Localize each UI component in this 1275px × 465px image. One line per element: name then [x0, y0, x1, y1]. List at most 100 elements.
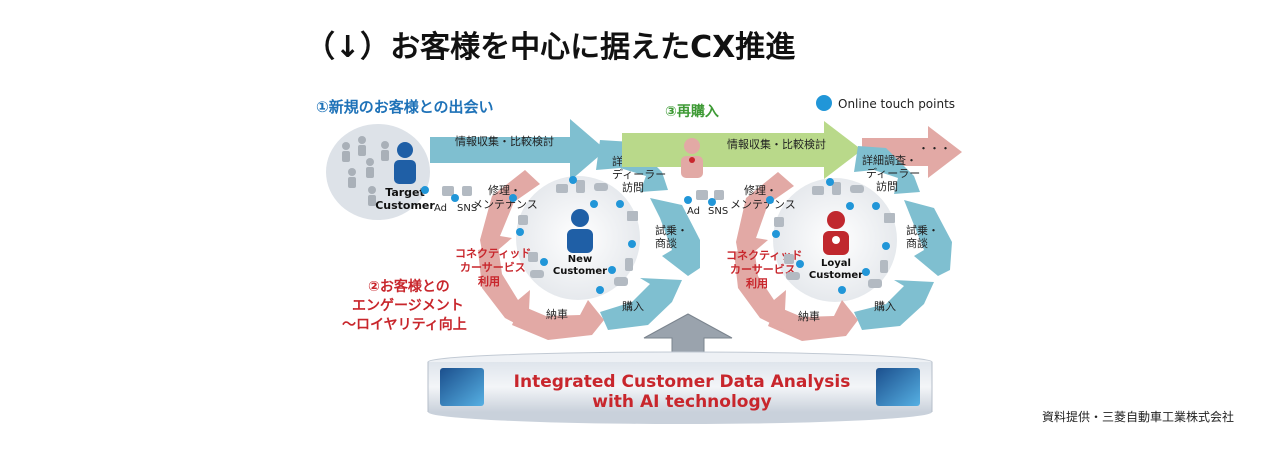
cycle2-info-label: 情報収集・比較検討	[727, 137, 826, 151]
cycle1-testdrive-label-1: 試乗・	[655, 223, 688, 237]
wrench-icon	[518, 215, 528, 225]
home-icon	[627, 211, 638, 221]
phone-icon	[880, 260, 888, 273]
data-visual-panel-left	[440, 368, 484, 406]
touchpoint-dot	[838, 286, 846, 294]
image-credit: 資料提供・三菱自動車工業株式会社	[1042, 409, 1234, 424]
data-platform-cylinder	[427, 351, 933, 424]
touchpoint-dot	[846, 202, 854, 210]
cycle2-ad-label: Ad	[687, 206, 700, 217]
home-icon	[884, 213, 895, 223]
section-new-customer: ①新規のお客様との出会い	[316, 98, 494, 116]
cycle1-delivery-arrow	[512, 300, 604, 340]
signal-icon	[528, 252, 538, 262]
cycle1-connected-label-2: カーサービス	[460, 260, 526, 274]
cycle1-ad-label: Ad	[434, 203, 447, 214]
cycle2-repair-label-1: 修理・	[744, 183, 777, 197]
cycle2-center-label-2: Customer	[809, 270, 863, 281]
cycle1-testdrive-label-2: 商談	[655, 236, 677, 250]
cycle2-touchpoints	[684, 178, 890, 294]
section-engagement-1: ②お客様との	[368, 278, 450, 295]
platform-title-line2: with AI technology	[592, 392, 771, 412]
cycle2-detail-label-1: 詳細調査・	[862, 153, 917, 167]
touchpoint-dot	[616, 200, 624, 208]
cycle1-info-label: 情報収集・比較検討	[455, 134, 554, 148]
chat-icon	[812, 186, 824, 195]
section-repurchase: ③再購入	[665, 103, 719, 120]
touchpoint-dot	[708, 198, 716, 206]
new-customer-person-icon	[567, 209, 593, 253]
section-engagement-3: ～ロイヤリティ向上	[342, 316, 467, 333]
touchpoint-dot	[826, 178, 834, 186]
cycle2-connected-label-2: カーサービス	[730, 262, 796, 276]
cycle1-connected-arrow	[478, 245, 530, 330]
section-engagement-2: エンゲージメント	[352, 297, 464, 314]
car-icon	[850, 185, 864, 193]
target-person-icon	[394, 142, 416, 184]
cycle1-purchase-arrow	[600, 278, 682, 330]
cycle1-delivery-label: 納車	[546, 307, 568, 321]
chat-icon	[556, 184, 568, 193]
cycle2-detail-label-2: ディーラー	[866, 166, 920, 180]
car-icon	[786, 272, 800, 280]
cycle-new-customer: 情報収集・比較検討 詳細調査・ ディーラー 訪問 試乗・ 商談 購入 納車 修理…	[421, 119, 700, 340]
touchpoint-dot	[421, 186, 429, 194]
touchpoint-dot	[509, 194, 517, 202]
megaphone-icon	[442, 186, 454, 196]
cycle2-delivery-arrow	[768, 300, 858, 341]
target-customer-label-2: Customer	[375, 199, 435, 212]
touchpoint-dot	[872, 202, 880, 210]
touchpoint-dot	[451, 194, 459, 202]
loyal-customer-person-icon	[823, 211, 849, 255]
cycle1-center-label-2: Customer	[553, 266, 607, 277]
page-title: （↓）お客様を中心に据えたCX推進	[305, 30, 795, 65]
touchpoint-dot	[628, 240, 636, 248]
heart-person-icon	[681, 138, 703, 178]
cycle2-testdrive-label-1: 試乗・	[906, 223, 939, 237]
signal-icon	[784, 254, 794, 264]
touchpoint-dot	[862, 268, 870, 276]
cycle1-testdrive-arrow	[650, 198, 700, 276]
cycle1-connected-label-1: コネクティッド	[455, 247, 531, 260]
car-icon	[530, 270, 544, 278]
cycle1-connected-label-3: 利用	[478, 274, 500, 288]
cycle2-ellipsis: ・・・	[918, 142, 951, 155]
people-icon	[868, 279, 882, 288]
cycle2-connected-arrow	[734, 247, 786, 330]
cycle1-detail-label-2: ディーラー	[612, 167, 666, 181]
cycle1-detail-label-3: 訪問	[622, 180, 644, 194]
cycle2-detail-arrow	[854, 146, 920, 194]
target-customer-label-1: Target	[385, 186, 425, 199]
cycle1-touchpoints	[421, 176, 636, 294]
cycle1-sns-label: SNS	[457, 203, 477, 214]
cycle2-testdrive-label-2: 商談	[906, 236, 928, 250]
touchpoint-dot	[540, 258, 548, 266]
data-flow-up-arrow	[643, 313, 733, 359]
touchpoint-dot	[608, 266, 616, 274]
cycle2-sns-label: SNS	[708, 206, 728, 217]
cycle1-repair-arrow	[480, 170, 540, 262]
cycle1-purchase-label: 購入	[622, 299, 644, 313]
cycle2-purchase-arrow	[854, 280, 934, 330]
thumbs-up-icon	[462, 186, 472, 196]
cycle2-connected-label-1: コネクティッド	[726, 249, 802, 262]
touchpoint-dot	[516, 228, 524, 236]
touchpoint-dot	[590, 200, 598, 208]
data-visual-panel-right	[876, 368, 920, 406]
touchpoint-dot	[684, 196, 692, 204]
car-icon	[594, 183, 608, 191]
tablet-icon	[832, 182, 841, 195]
cycle-loyal-customer: ・・・ 詳細調査・ ディーラー 訪問 試乗・ 商談 購入 納車 修理・ メンテナ…	[684, 126, 962, 341]
cycle1-info-arrow	[430, 119, 606, 181]
cycle2-delivery-label: 納車	[798, 309, 820, 323]
legend-label: Online touch points	[838, 97, 955, 111]
platform-title-line1: Integrated Customer Data Analysis	[514, 372, 851, 392]
phone-icon	[625, 258, 633, 271]
cycle1-repair-label-1: 修理・	[488, 183, 521, 197]
cycle2-testdrive-arrow	[904, 200, 952, 276]
touchpoint-dot	[882, 242, 890, 250]
touchpoint-dot	[772, 230, 780, 238]
cycle2-repair-arrow	[736, 172, 794, 264]
people-icon	[614, 277, 628, 286]
